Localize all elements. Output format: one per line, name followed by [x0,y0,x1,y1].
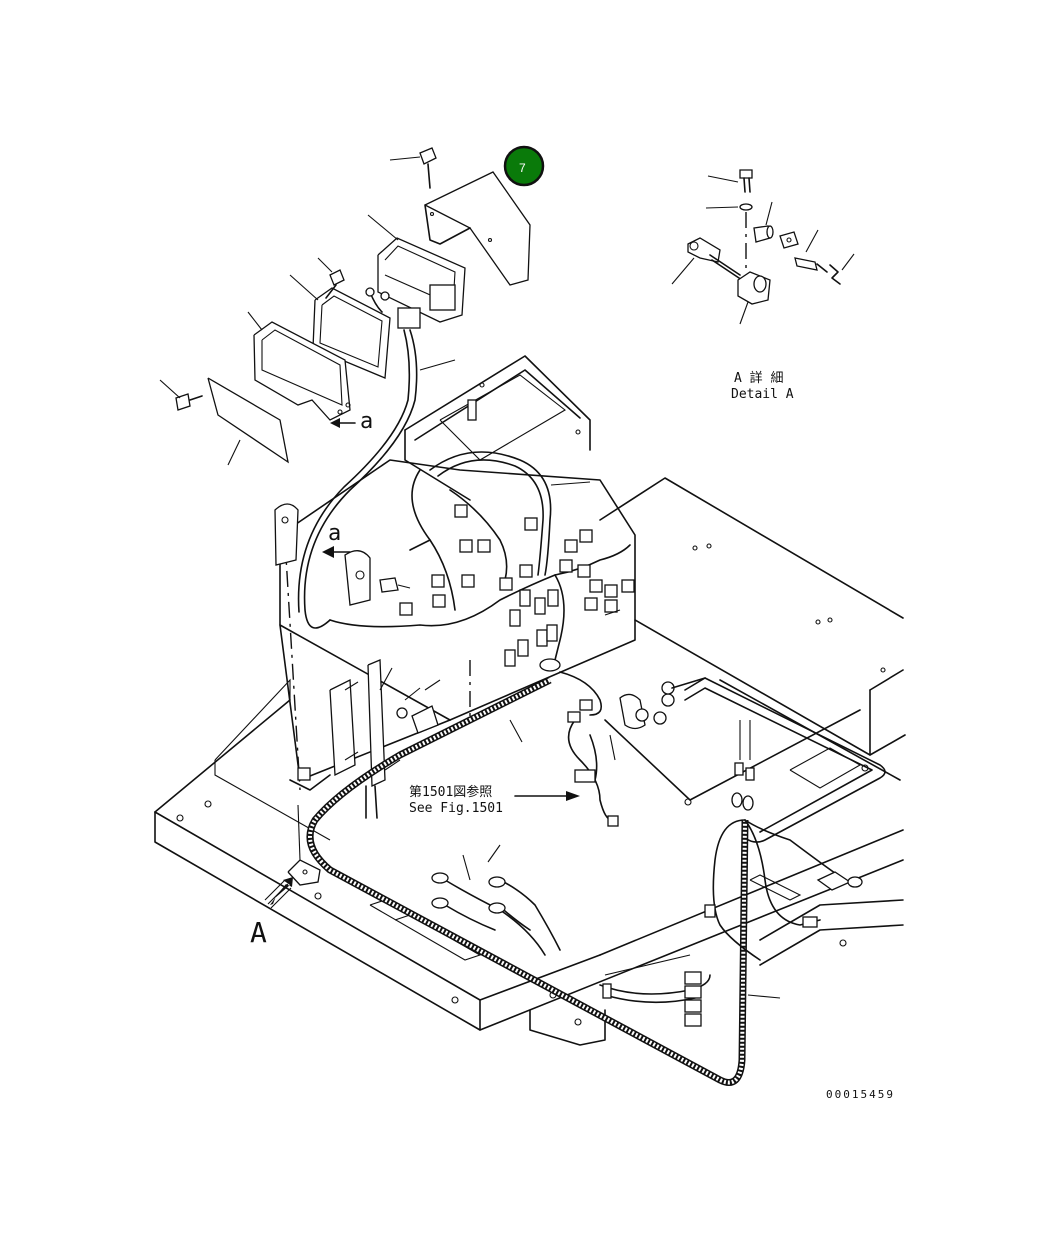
detail-a: A 詳 細 Detail A [671,169,855,402]
monitor-bracket [247,311,351,421]
view-letter-A: A [250,916,267,949]
monitor-panel [367,214,466,323]
floor-frame [154,678,904,1046]
fig1501-branch [559,671,619,827]
clamp-cluster [619,677,706,730]
section-arrow-lower: a [322,521,351,558]
section-label-lower: a [328,521,341,546]
view-arrow-A: A [250,877,293,949]
right-branch-cables [704,720,863,961]
detail-bracket [737,271,771,325]
monitor-screw [389,147,437,189]
base-bracket [287,804,321,886]
wire-harness [297,329,631,661]
leader-lines [509,481,621,743]
detail-pin [753,201,774,243]
right-platform [599,477,906,966]
corrugated-harness [306,676,749,1086]
detail-label-jp: A 詳 細 [734,370,783,386]
monitor-cover [424,171,531,286]
detail-clip [779,229,828,273]
console-box [279,355,636,791]
bolt-and-washer [396,679,441,734]
detail-switch [671,237,743,285]
fig1501-arrow [514,791,580,801]
mounting-bolt-upper [317,257,345,299]
reference-label-jp: 第1501図参照 [409,784,492,800]
section-label-upper: a [360,409,373,434]
section-arrow-upper: a [330,409,373,434]
harness-connectors [399,504,635,672]
mounting-bolt-lower [159,379,203,411]
drawing-number: 00015459 [826,1088,895,1101]
side-clip [274,503,411,606]
reference-label-en: See Fig.1501 [409,801,503,816]
monitor-connector [365,287,456,371]
cover-plate [207,377,289,466]
callout-number: 7 [519,161,526,175]
tube-loop [684,677,886,843]
floor-branch-harness [431,844,781,1027]
detail-washer [705,203,753,211]
detail-label-en: Detail A [731,387,794,402]
detail-wire-end [829,253,855,285]
cable-guide [329,659,401,819]
detail-bolt [707,169,753,193]
callout-badge-7[interactable]: 7 [503,145,545,187]
